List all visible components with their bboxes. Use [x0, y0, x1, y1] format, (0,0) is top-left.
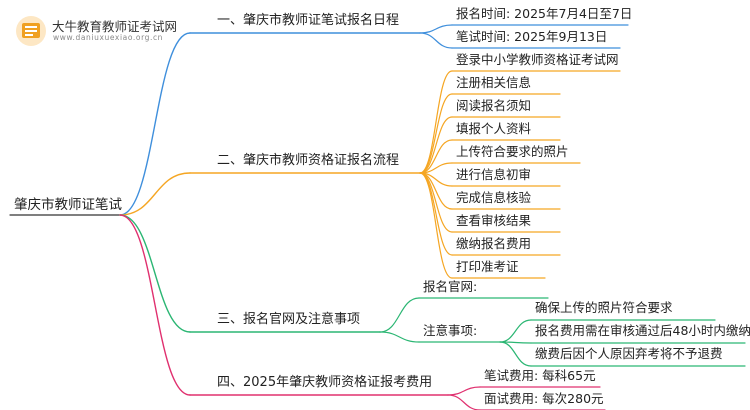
leaf-3-2-3: 缴费后因个人原因弃考将不予退费	[535, 346, 723, 361]
leaf-2-9: 缴纳报名费用	[456, 236, 532, 251]
leaf-2-10: 打印准考证	[456, 259, 519, 274]
branch-3-connector	[119, 214, 191, 333]
leaf-2-4: 填报个人资料	[456, 121, 532, 136]
leaf-2-7: 完成信息核验	[456, 190, 532, 205]
branch-1-connector	[119, 32, 191, 216]
branch-2-connector	[119, 172, 191, 216]
branch-2-label: 二、肇庆市教师资格证报名流程	[217, 153, 400, 168]
leaf-4-1: 笔试费用: 每科65元	[484, 368, 596, 383]
leaf-2-10-connector	[419, 172, 453, 279]
leaf-3-1-connector	[379, 297, 420, 333]
leaf-2-3: 阅读报名须知	[456, 98, 532, 113]
leaf-3-2-3-connector	[499, 341, 532, 367]
leaf-1-1: 报名时间: 2025年7月4日至7日	[456, 6, 633, 21]
leaf-3-2: 注意事项:	[423, 323, 478, 338]
leaf-2-6: 进行信息初审	[456, 167, 532, 182]
branch-4-label: 四、2025年肇庆教师资格证报考费用	[217, 375, 433, 390]
brand-url: www.daniuxuexiao.org.cn	[53, 33, 164, 42]
root-node: 肇庆市教师证笔试	[14, 197, 122, 213]
branch-1-label: 一、肇庆市教师证笔试报名日程	[217, 13, 400, 28]
leaf-3-2-2: 报名费用需在审核通过后48小时内缴纳	[535, 323, 750, 338]
leaf-3-2-1-connector	[499, 319, 532, 343]
leaf-1-1-connector	[419, 24, 453, 34]
leaf-2-4-connector	[419, 139, 453, 174]
leaf-3-2-1: 确保上传的照片符合要求	[535, 300, 673, 315]
leaf-2-1-connector	[419, 70, 453, 174]
leaf-2-1: 登录中小学教师资格证考试网	[456, 52, 619, 67]
leaf-3-2-connector	[379, 331, 420, 343]
leaf-2-2-connector	[419, 93, 453, 174]
leaf-2-5: 上传符合要求的照片	[456, 144, 569, 159]
leaf-2-2: 注册相关信息	[456, 75, 532, 90]
leaf-3-1: 报名官网:	[423, 279, 478, 294]
branch-3-label: 三、报名官网及注意事项	[217, 312, 361, 327]
leaf-4-2-connector	[447, 394, 481, 410]
branch-4-connector	[119, 214, 191, 396]
leaf-1-2: 笔试时间: 2025年9月13日	[456, 29, 608, 44]
book-logo-icon	[16, 16, 46, 46]
brand-title: 大牛教育教师证考试网	[52, 19, 178, 34]
leaf-1-2-connector	[419, 32, 453, 49]
leaf-2-8: 查看审核结果	[456, 213, 532, 228]
leaf-4-2: 面试费用: 每次280元	[484, 391, 604, 406]
leaf-4-1-connector	[447, 386, 481, 396]
